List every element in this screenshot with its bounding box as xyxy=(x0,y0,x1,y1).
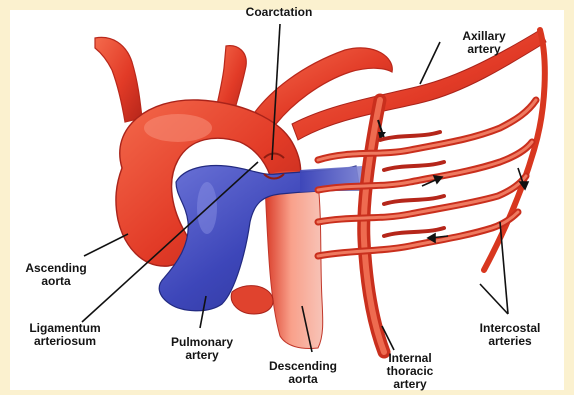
label-intercostal-arteries: Intercostal arteries xyxy=(454,322,566,348)
label-internal-thoracic-artery: Internal thoracic artery xyxy=(362,352,458,391)
label-pulmonary-artery: Pulmonary artery xyxy=(150,336,254,362)
label-ascending-aorta: Ascending aorta xyxy=(8,262,104,288)
label-ligamentum-arteriosum: Ligamentum arteriosum xyxy=(10,322,120,348)
label-descending-aorta: Descending aorta xyxy=(244,360,362,386)
label-coarctation: Coarctation xyxy=(218,6,340,19)
lower-vessel-nodule xyxy=(231,286,273,314)
descending-aorta xyxy=(262,171,323,349)
label-axillary-artery: Axillary artery xyxy=(436,30,532,56)
